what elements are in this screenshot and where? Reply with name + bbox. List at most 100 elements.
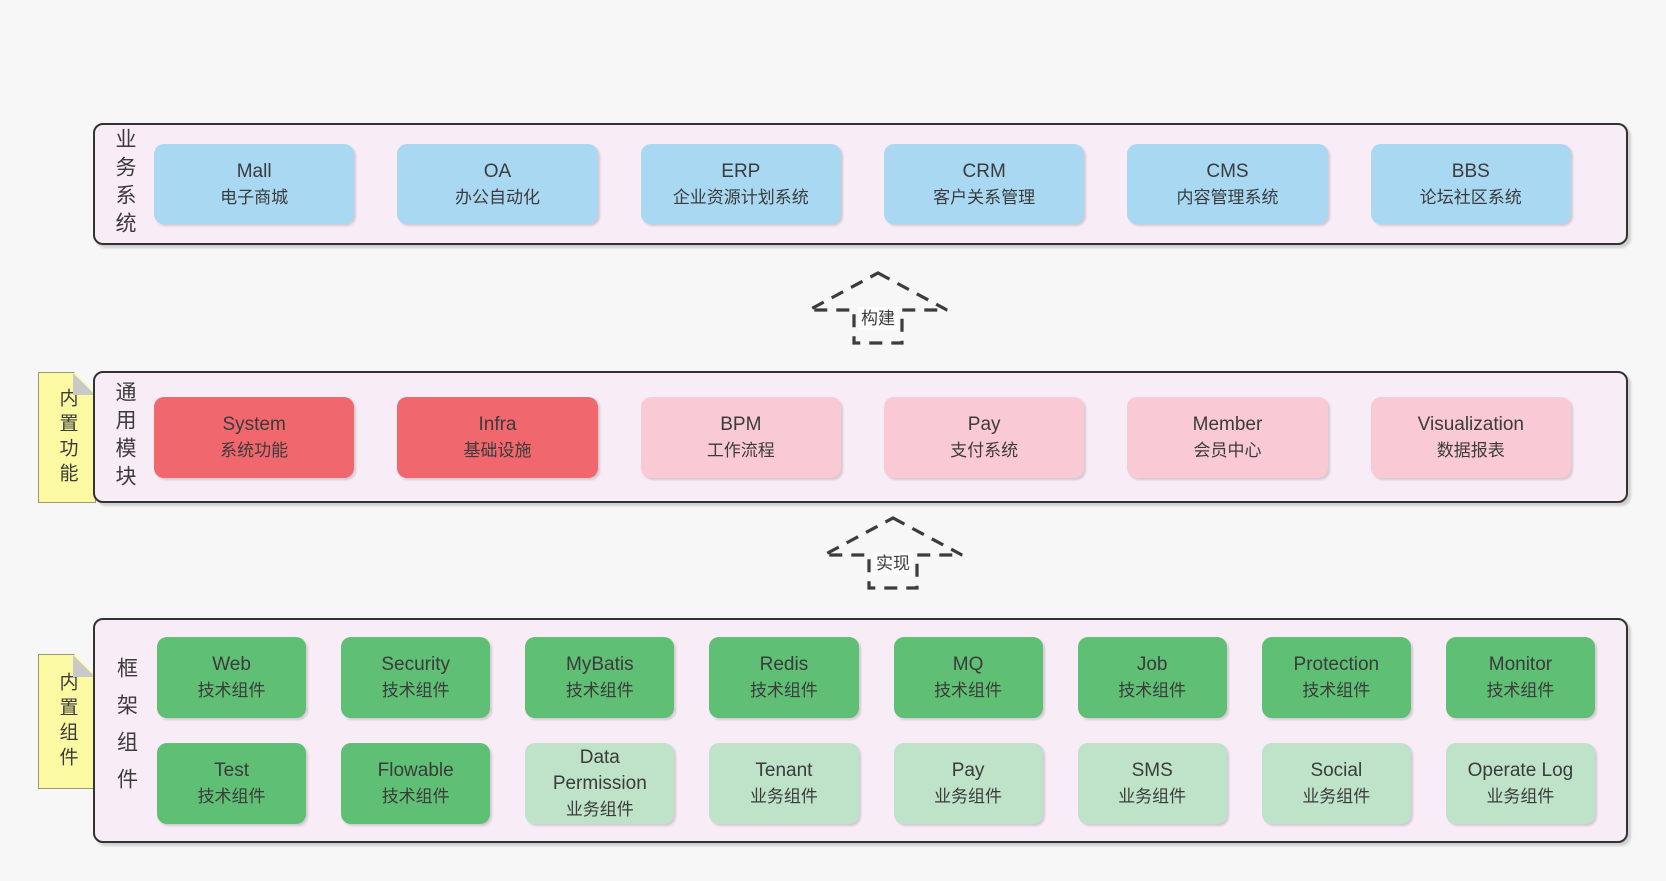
box-title: BBS	[1451, 160, 1490, 182]
box-subtitle: 内容管理系统	[1176, 187, 1279, 207]
box-system: System 系统功能	[154, 396, 355, 478]
box-subtitle: 业务组件	[749, 787, 818, 806]
box-flowable: Flowable 技术组件	[341, 743, 491, 824]
box-subtitle: 会员中心	[1193, 440, 1262, 460]
box-cms: CMS 内容管理系统	[1127, 144, 1328, 224]
box-title: Member	[1192, 413, 1263, 435]
box-subtitle: 支付系统	[950, 440, 1019, 460]
box-member: Member 会员中心	[1127, 396, 1328, 478]
box-monitor: Monitor 技术组件	[1445, 637, 1595, 718]
box-title: Monitor	[1488, 654, 1553, 675]
box-mybatis: MyBatis 技术组件	[525, 637, 675, 718]
arrow-label: 构建	[858, 307, 898, 330]
box-subtitle: 技术组件	[749, 681, 818, 700]
box-title: Protection	[1293, 654, 1380, 675]
box-row: Web 技术组件 Security 技术组件 MyBatis 技术组件 Redi…	[157, 637, 1595, 718]
box-subtitle: 工作流程	[706, 440, 775, 460]
box-title: ERP	[721, 160, 761, 182]
box-security: Security 技术组件	[341, 637, 491, 718]
box-title: Pay	[951, 760, 985, 781]
box-subtitle: 技术组件	[197, 787, 266, 806]
note-text: 内置组件	[56, 671, 78, 772]
box-test: Test 技术组件	[157, 743, 307, 824]
box-title: Test	[214, 760, 249, 781]
note-built-in-features: 内置功能	[38, 372, 96, 503]
box-subtitle: 业务组件	[1302, 787, 1371, 806]
box-visualization: Visualization 数据报表	[1370, 396, 1571, 478]
box-title: CRM	[962, 160, 1006, 182]
box-redis: Redis 技术组件	[709, 637, 859, 718]
note-fold-icon	[73, 373, 95, 395]
box-title: Job	[1136, 654, 1168, 675]
note-text: 内置功能	[56, 387, 78, 488]
box-title: SMS	[1131, 760, 1173, 781]
box-subtitle: 业务组件	[1486, 787, 1555, 806]
box-bbs: BBS 论坛社区系统	[1370, 144, 1571, 224]
box-protection: Protection 技术组件	[1261, 637, 1411, 718]
box-title: MyBatis	[566, 654, 634, 675]
box-subtitle: 业务组件	[565, 800, 634, 819]
box-title: Security	[381, 654, 450, 675]
box-subtitle: 技术组件	[1118, 681, 1187, 700]
box-title: Redis	[759, 654, 809, 675]
box-grid: Web 技术组件 Security 技术组件 MyBatis 技术组件 Redi…	[157, 620, 1595, 841]
box-subtitle: 业务组件	[934, 787, 1003, 806]
box-job: Job 技术组件	[1077, 637, 1227, 718]
box-subtitle: 系统功能	[220, 440, 289, 460]
box-infra: Infra 基础设施	[397, 396, 598, 478]
box-crm: CRM 客户关系管理	[883, 144, 1085, 224]
box-subtitle: 基础设施	[463, 440, 532, 460]
box-title: CMS	[1206, 160, 1249, 182]
box-title: BPM	[720, 413, 762, 435]
box-title: Pay	[967, 413, 1001, 435]
box-subtitle: 技术组件	[934, 681, 1003, 700]
section-business-systems: 业务系统 Mall 电子商城 OA 办公自动化 ERP 企业资源计划系统 CRM…	[93, 123, 1628, 245]
box-title: MQ	[952, 654, 984, 675]
box-subtitle: 技术组件	[197, 681, 266, 700]
box-subtitle: 技术组件	[1486, 681, 1555, 700]
box-title: Social	[1310, 760, 1363, 781]
box-subtitle: 业务组件	[1118, 787, 1187, 806]
box-subtitle: 办公自动化	[454, 187, 540, 207]
box-subtitle: 技术组件	[381, 681, 450, 700]
box-erp: ERP 企业资源计划系统	[640, 144, 841, 224]
section-label-text: 业务系统	[113, 128, 136, 240]
box-title: Operate Log	[1467, 760, 1574, 781]
section-common-modules: 通用模块 System 系统功能 Infra 基础设施 BPM 工作流程 Pay…	[93, 371, 1628, 503]
box-bpm: BPM 工作流程	[640, 396, 841, 478]
section-framework-components: 框架组件 Web 技术组件 Security 技术组件 MyBatis 技术组件…	[93, 618, 1628, 843]
box-title: Web	[212, 654, 251, 675]
section-label: 框架组件	[95, 620, 157, 841]
box-title: Flowable	[377, 760, 454, 781]
box-social: Social 业务组件	[1261, 743, 1411, 824]
box-sms: SMS 业务组件	[1077, 743, 1227, 824]
arrow-implement: 实现	[821, 515, 965, 591]
box-row: System 系统功能 Infra 基础设施 BPM 工作流程 Pay 支付系统…	[154, 373, 1571, 501]
box-title: Infra	[478, 413, 517, 435]
box-oa: OA 办公自动化	[397, 144, 598, 224]
note-built-in-components: 内置组件	[38, 654, 96, 789]
box-data-permission: Data Permission 业务组件	[525, 743, 675, 824]
section-label-text: 框架组件	[114, 656, 138, 805]
box-title: Visualization	[1417, 413, 1524, 435]
box-subtitle: 电子商城	[220, 187, 289, 207]
arrow-label: 实现	[873, 552, 913, 575]
box-web: Web 技术组件	[157, 637, 307, 718]
box-title: Data Permission	[552, 747, 647, 794]
box-mall: Mall 电子商城	[154, 144, 355, 224]
box-pay-module: Pay 支付系统	[883, 396, 1085, 478]
box-operate-log: Operate Log 业务组件	[1445, 743, 1595, 824]
note-fold-icon	[73, 655, 95, 677]
box-subtitle: 技术组件	[1302, 681, 1371, 700]
box-title: Mall	[236, 160, 272, 182]
box-subtitle: 技术组件	[381, 787, 450, 806]
box-title: OA	[483, 160, 512, 182]
box-subtitle: 论坛社区系统	[1419, 187, 1522, 207]
section-label: 通用模块	[95, 373, 154, 501]
section-label-text: 通用模块	[113, 381, 136, 493]
box-row: Mall 电子商城 OA 办公自动化 ERP 企业资源计划系统 CRM 客户关系…	[154, 125, 1571, 243]
section-label: 业务系统	[95, 125, 154, 243]
box-tenant: Tenant 业务组件	[709, 743, 859, 824]
box-title: System	[222, 413, 286, 435]
box-mq: MQ 技术组件	[893, 637, 1043, 718]
